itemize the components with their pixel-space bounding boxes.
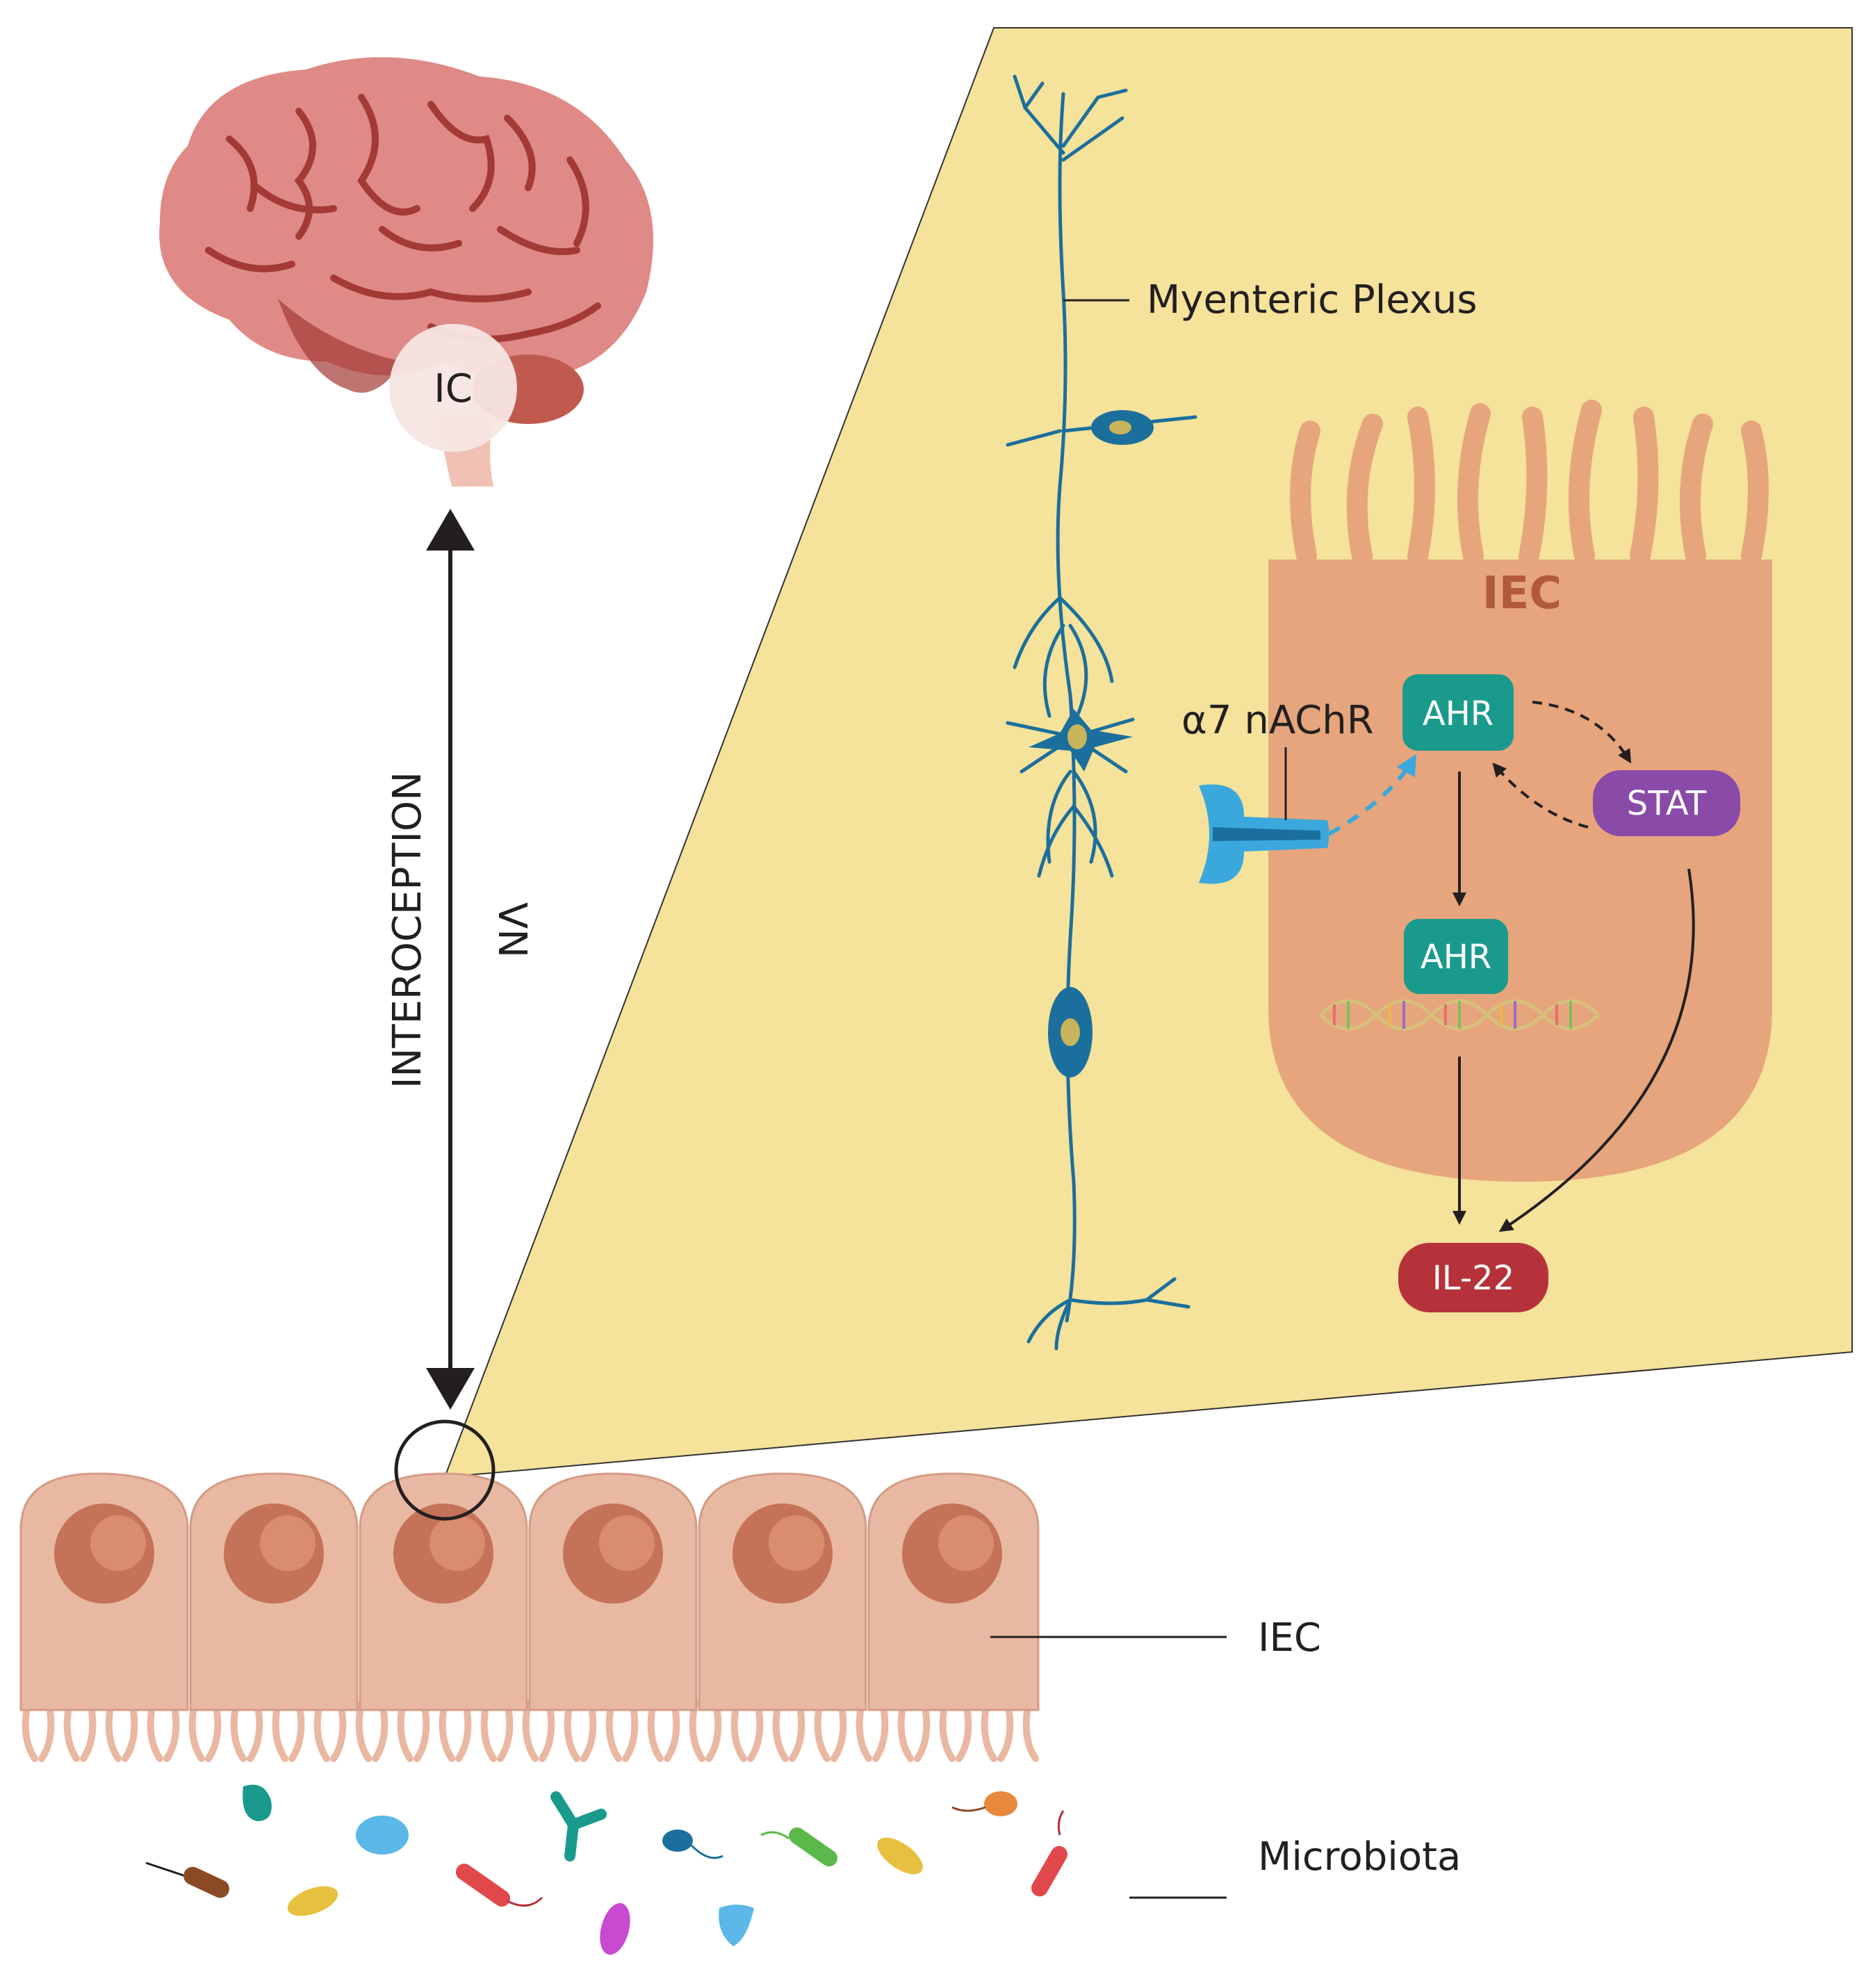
iec-inset-label: IEC [1482,568,1562,619]
il22-node [1398,1243,1548,1312]
microbe-yellow-spiky-2 [877,1837,923,1875]
vn-label: VN [489,902,534,958]
insular-cortex-highlight [389,324,517,452]
microbiota-label: Microbiota [1258,1834,1461,1880]
ahr-nuclear-label: AHR [1421,938,1491,977]
myenteric-plexus-label: Myenteric Plexus [1147,277,1478,323]
myenteric-neuron [1006,74,1197,1351]
stat-label: STAT [1627,784,1707,823]
microbe-teal-y [550,1791,607,1861]
ic-label: IC [434,366,473,412]
il22-label: IL-22 [1432,1259,1514,1298]
microbe-yellow-spiky [287,1886,338,1916]
alpha7-nachr-receptor [1199,784,1329,884]
ahr-cytoplasmic-label: AHR [1423,694,1493,733]
epithelium-microvilli [22,1700,1039,1762]
arrow-ahr-to-stat [1532,701,1632,764]
microbe-light-blue-drop [719,1905,754,1946]
microbe-brown-rod [145,1861,188,1878]
ahr-cytoplasmic-node [1402,674,1514,751]
microbe-navy-sperm [662,1830,693,1852]
microbe-green-rod [789,1827,837,1867]
iec-cell-body [1268,560,1772,1182]
arrow-down-head [426,1368,475,1410]
microbe-pink-spiky [600,1903,630,1955]
arrow-stat-to-ahr [1492,762,1589,829]
ahr-nuclear-node [1404,919,1508,994]
receptor-label: α7 nAChR [1181,698,1374,743]
microbe-red-rod-2 [1031,1846,1067,1897]
dna-helix [1319,999,1600,1031]
stat-node [1593,770,1740,836]
iec-microvilli [1290,400,1769,567]
microbiota [145,1784,1067,1955]
epithelial-nuclei [54,1504,1002,1604]
microbe-blue-oval [356,1816,409,1855]
microbe-orange-sperm [984,1791,1017,1816]
microbe-red-rod [455,1864,511,1907]
arrow-up-head [426,509,475,551]
microbe-teal-blob [243,1784,272,1821]
zoom-origin-circle [394,1419,496,1521]
iec-label: IEC [1258,1615,1321,1661]
brain [159,57,654,424]
arrow-stat-to-il22 [1498,868,1695,1232]
interoception-label: INTEROCEPTION [385,772,430,1089]
epithelial-cell-row [19,1472,1040,1711]
